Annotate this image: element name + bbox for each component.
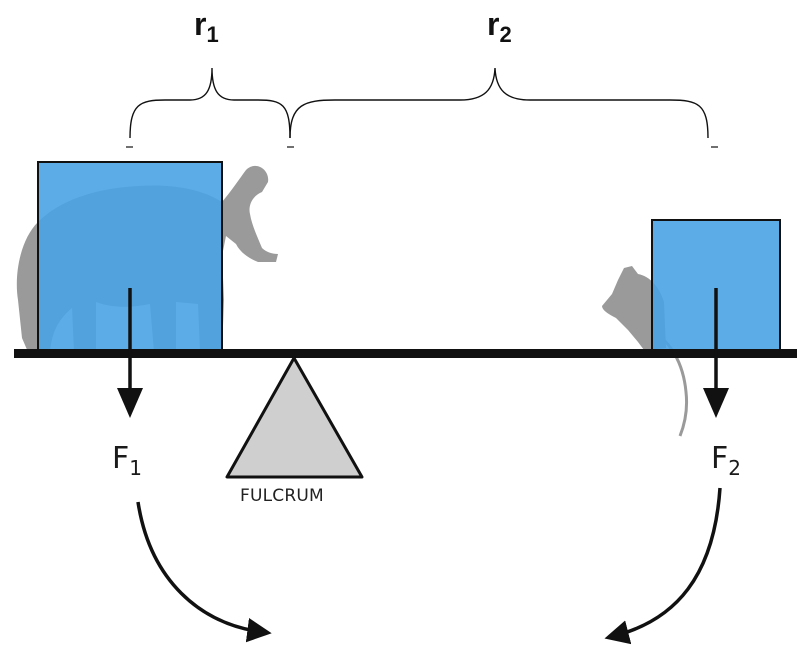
r1-label-subscript: 1: [206, 22, 219, 47]
lever-beam: [14, 349, 797, 358]
f2-label-base: F: [711, 441, 729, 476]
fulcrum-label: FULCRUM: [240, 486, 324, 506]
r1-brace: [129, 67, 291, 139]
f1-rotation-arrow: [136, 501, 272, 643]
r2-label-base: r: [487, 6, 500, 42]
r2-label: r2: [487, 8, 512, 46]
r1-label-base: r: [194, 6, 207, 42]
f1-force-arrowhead: [117, 388, 143, 418]
f1-label-base: F: [112, 441, 130, 476]
f2-label: F2: [711, 441, 741, 480]
r1-label: r1: [194, 8, 219, 46]
r2-brace: [289, 67, 709, 139]
f1-label: F1: [112, 441, 142, 480]
f2-rotation-arrow: [604, 487, 722, 645]
f2-force-arrowhead: [703, 388, 729, 418]
f1-label-subscript: 1: [129, 456, 142, 480]
r2-label-subscript: 2: [499, 22, 512, 47]
fulcrum-triangle: [225, 356, 364, 479]
f2-label-subscript: 2: [728, 456, 741, 480]
